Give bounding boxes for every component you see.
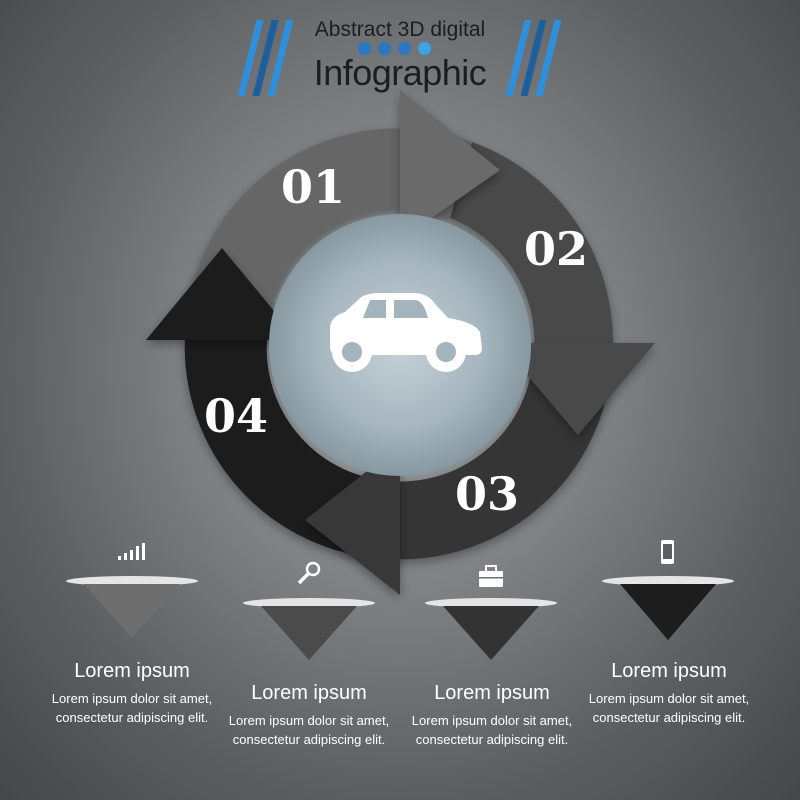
car-icon (330, 293, 482, 372)
arrow-head-01 (400, 90, 500, 240)
pointer-1 (66, 576, 198, 638)
ring-segment-03 (376, 367, 611, 560)
step-number-01: 01 (281, 160, 345, 214)
step-number-04: 04 (204, 389, 268, 443)
pointer-3 (425, 598, 557, 660)
column-text: Lorem ipsum dolor sit amet, consectetur … (564, 689, 774, 727)
column-text: Lorem ipsum dolor sit amet, consectetur … (204, 711, 414, 749)
header-title: Infographic (313, 52, 487, 93)
column-4: Lorem ipsum Lorem ipsum dolor sit amet, … (564, 660, 774, 727)
column-text: Lorem ipsum dolor sit amet, consectetur … (27, 689, 237, 727)
column-text-line: consectetur adipiscing elit. (232, 732, 386, 747)
pointer-4 (602, 576, 734, 640)
ring-segment-02 (450, 142, 614, 371)
header: Abstract 3D digital Infographic (0, 0, 800, 100)
header-dot (418, 42, 431, 55)
briefcase-icon (479, 565, 503, 587)
column-text-line: consectetur adipiscing elit. (592, 710, 746, 725)
header-subtitle: Abstract 3D digital (314, 18, 486, 41)
column-heading: Lorem ipsum (74, 660, 190, 682)
column-3: Lorem ipsum Lorem ipsum dolor sit amet, … (387, 682, 597, 749)
column-1: Lorem ipsum Lorem ipsum dolor sit amet, … (27, 660, 237, 727)
arrow-head-02 (500, 343, 655, 435)
column-text-line: consectetur adipiscing elit. (55, 710, 209, 725)
step-number-02: 02 (524, 222, 588, 276)
column-heading: Lorem ipsum (611, 660, 727, 682)
arrow-head-03 (305, 445, 400, 595)
phone-icon (661, 540, 674, 564)
pointer-2 (243, 598, 375, 660)
header-dot (378, 42, 391, 55)
column-text-line: Lorem ipsum dolor sit amet, (588, 691, 750, 706)
column-text: Lorem ipsum dolor sit amet, consectetur … (387, 711, 597, 749)
header-dot (398, 42, 411, 55)
magnifier-icon (297, 561, 321, 585)
column-2: Lorem ipsum Lorem ipsum dolor sit amet, … (204, 682, 414, 749)
column-text-line: Lorem ipsum dolor sit amet, (228, 713, 390, 728)
column-heading: Lorem ipsum (434, 682, 550, 704)
step-number-03: 03 (455, 467, 519, 521)
column-text-line: Lorem ipsum dolor sit amet, (411, 713, 573, 728)
column-text-line: consectetur adipiscing elit. (415, 732, 569, 747)
signal-bars-icon (118, 543, 145, 560)
column-heading: Lorem ipsum (251, 682, 367, 704)
header-dot (358, 42, 371, 55)
arrow-head-04 (146, 248, 298, 340)
column-text-line: Lorem ipsum dolor sit amet, (51, 691, 213, 706)
